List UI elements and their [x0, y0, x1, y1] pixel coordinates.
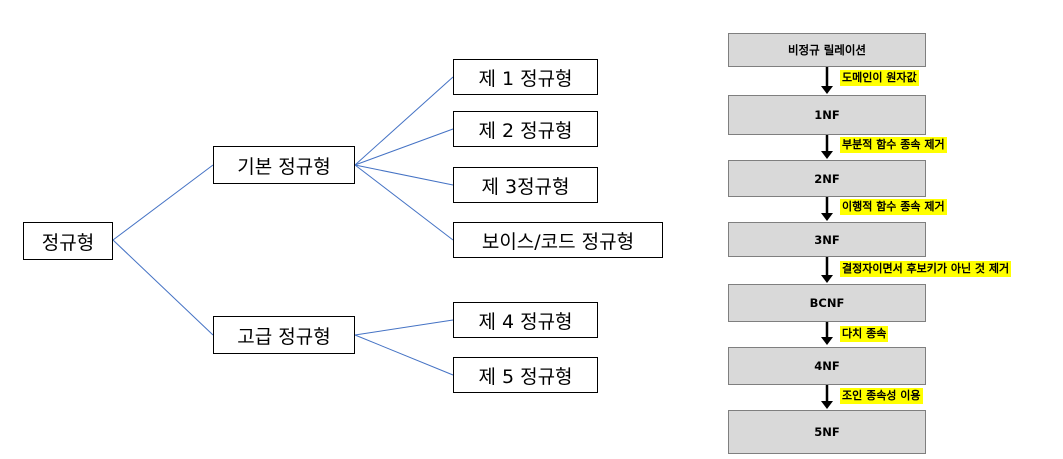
transition-label-2: 부분적 함수 종속 제거: [840, 137, 947, 153]
node-basic: 기본 정규형: [213, 146, 355, 184]
node-nf1: 제 1 정규형: [453, 59, 598, 95]
flow-step-2nf: 2NF: [728, 160, 926, 197]
node-nf4: 제 4 정규형: [453, 302, 598, 338]
flow-step-3nf: 3NF: [728, 222, 926, 257]
transition-label-3: 이행적 함수 종속 제거: [840, 199, 947, 215]
node-root: 정규형: [23, 222, 113, 260]
transition-label-6: 조인 종속성 이용: [840, 388, 923, 404]
node-advanced: 고급 정규형: [213, 316, 355, 354]
connector-basic-bcnf: [354, 164, 454, 241]
connector-basic-nf3: [354, 164, 454, 186]
connector-basic-nf1: [354, 76, 454, 166]
transition-label-4: 결정자이면서 후보키가 아닌 것 제거: [840, 261, 1012, 277]
transition-label-5: 다치 종속: [840, 326, 889, 342]
flow-step-bcnf: BCNF: [728, 284, 926, 322]
node-nf3: 제 3정규형: [453, 167, 598, 203]
connector-root-advanced: [112, 239, 214, 336]
transition-label-1: 도메인이 원자값: [840, 70, 919, 86]
node-nf2: 제 2 정규형: [453, 111, 598, 147]
connector-advanced-nf4: [354, 319, 454, 336]
flow-step-5nf: 5NF: [728, 410, 926, 454]
flow-step-unnormalized: 비정규 릴레이션: [728, 33, 926, 67]
flow-step-1nf: 1NF: [728, 95, 926, 135]
node-nf5: 제 5 정규형: [453, 357, 598, 393]
connector-root-basic: [112, 164, 214, 241]
connector-advanced-nf5: [354, 334, 454, 376]
connector-basic-nf2: [354, 128, 454, 166]
flow-step-4nf: 4NF: [728, 347, 926, 385]
node-bcnf: 보이스/코드 정규형: [453, 222, 663, 258]
